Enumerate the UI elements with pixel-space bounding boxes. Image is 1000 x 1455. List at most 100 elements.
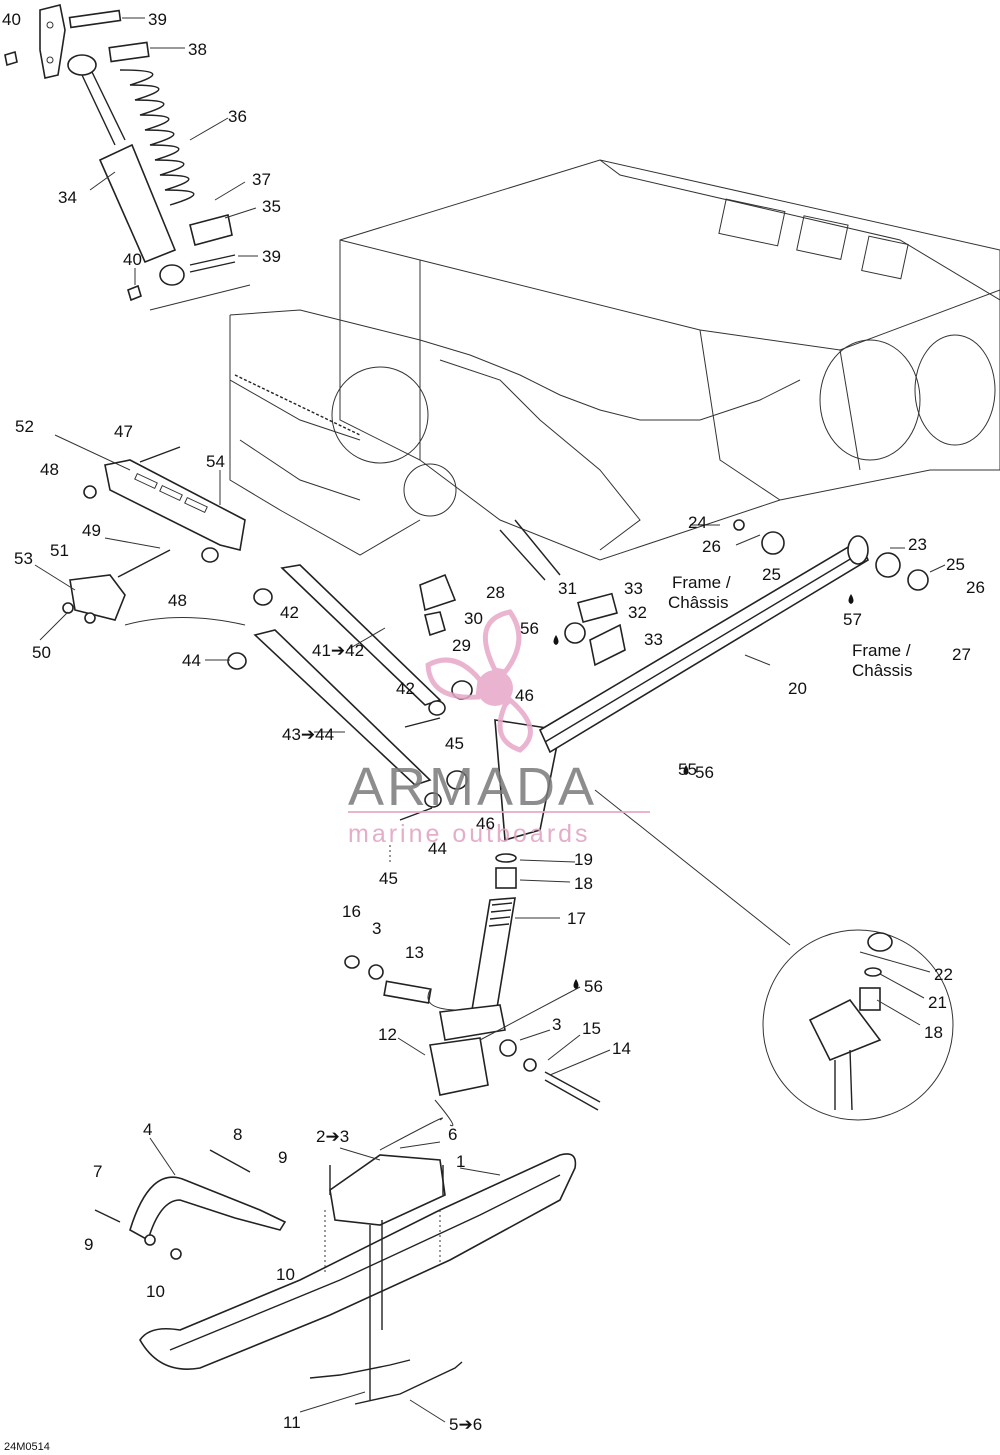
callout-label: 49 [82,521,101,540]
steering-arms [62,446,442,786]
callout-label: 39 [262,247,281,266]
callout-label: 51 [50,541,69,560]
clamps [399,519,626,821]
drawing-code: 24M0514 [4,1441,50,1453]
callout-label: 24 [688,513,707,532]
shock-absorber-assembly [4,4,251,311]
callout-label: 48 [40,460,59,479]
callout-label: 3 [552,1015,561,1034]
callout-label: 43➔44 [282,725,334,744]
callout-label: 48 [168,591,187,610]
callout-label: 33 [644,630,663,649]
steering-column [344,519,929,1127]
callout-label: 39 [148,10,167,29]
callout-label: 32 [628,603,647,622]
callout-label: 42 [396,679,415,698]
frame-label-line1: Frame / [672,573,731,592]
callout-label: 18 [924,1023,943,1042]
callout-label: 5➔6 [449,1415,482,1434]
callout-label: 46 [515,686,534,705]
callout-label: 45 [445,734,464,753]
callout-label: 38 [188,40,207,59]
drop-icon [683,765,689,775]
callout-label: 44 [428,839,447,858]
callout-label: 13 [405,943,424,962]
drop-icon [553,635,559,645]
drop-icon [848,594,854,604]
frame-labels: Frame / Châssis Frame / Châssis [668,573,912,680]
callout-label: 31 [558,579,577,598]
leader-lines [34,17,946,1423]
callout-label: 56 [584,977,603,996]
callout-label: 52 [15,417,34,436]
callout-label: 11 [283,1413,301,1432]
ski-assembly [94,1117,577,1405]
callout-label: 34 [58,188,77,207]
callout-label: 40 [123,250,142,269]
lubricant-drop-icons [553,594,854,989]
callout-label: 47 [114,422,133,441]
callout-label: 16 [342,902,361,921]
callout-label: 56 [520,619,539,638]
callout-label: 57 [843,610,862,629]
callout-label: 29 [452,636,471,655]
callouts: 40 39 38 36 34 37 35 40 39 52 47 54 48 4… [2,10,985,1434]
callout-label: 18 [574,874,593,893]
callout-label: 44 [182,651,201,670]
callout-label: 56 [695,763,714,782]
callout-label: 25 [946,555,965,574]
frame-chassis [229,159,1000,561]
callout-label: 2➔3 [316,1127,349,1146]
callout-label: 17 [567,909,586,928]
callout-label: 22 [934,965,953,984]
callout-label: 4 [143,1120,152,1139]
callout-label: 19 [574,850,593,869]
watermark-logo-blade [425,657,483,700]
callout-label: 23 [908,535,927,554]
watermark-logo-hub [477,670,513,706]
callout-label: 50 [32,643,51,662]
frame-label-line2: Châssis [668,593,728,612]
callout-label: 28 [486,583,505,602]
callout-label: 30 [464,609,483,628]
callout-label: 14 [612,1039,631,1058]
callout-label: 12 [378,1025,397,1044]
watermark-tagline: marine outboards [348,820,591,848]
watermark-logo-blade [482,609,522,675]
callout-label: 53 [14,549,33,568]
callout-label: 33 [624,579,643,598]
callout-label: 26 [966,578,985,597]
callout-label: 9 [84,1235,93,1254]
callout-label: 10 [276,1265,295,1284]
callout-label: 27 [952,645,971,664]
callout-label: 21 [928,993,947,1012]
callout-label: 1 [456,1152,465,1171]
callout-label: 10 [146,1282,165,1301]
callout-label: 9 [278,1148,287,1167]
callout-label: 42 [280,603,299,622]
detail-inset [594,789,954,1121]
frame-label-line2: Châssis [852,661,912,680]
frame-label-line1: Frame / [852,641,911,660]
callout-label: 40 [2,10,21,29]
callout-label: 46 [476,814,495,833]
callout-label: 54 [206,452,225,471]
callout-label: 15 [582,1019,601,1038]
callout-label: 36 [228,107,247,126]
watermark-brand: ARMADA [348,757,597,817]
watermark: ARMADA marine outboards [348,609,650,848]
watermark-logo-blade [497,696,533,753]
callout-label: 3 [372,919,381,938]
callout-label: 26 [702,537,721,556]
callout-label: 20 [788,679,807,698]
callout-label: 41➔42 [312,641,364,660]
callout-label: 37 [252,170,271,189]
callout-label: 35 [262,197,281,216]
callout-label: 25 [762,565,781,584]
callout-label: 45 [379,869,398,888]
callout-label: 7 [93,1162,102,1181]
callout-label: 8 [233,1125,242,1144]
callout-label: 6 [448,1125,457,1144]
drop-icon [573,979,579,989]
